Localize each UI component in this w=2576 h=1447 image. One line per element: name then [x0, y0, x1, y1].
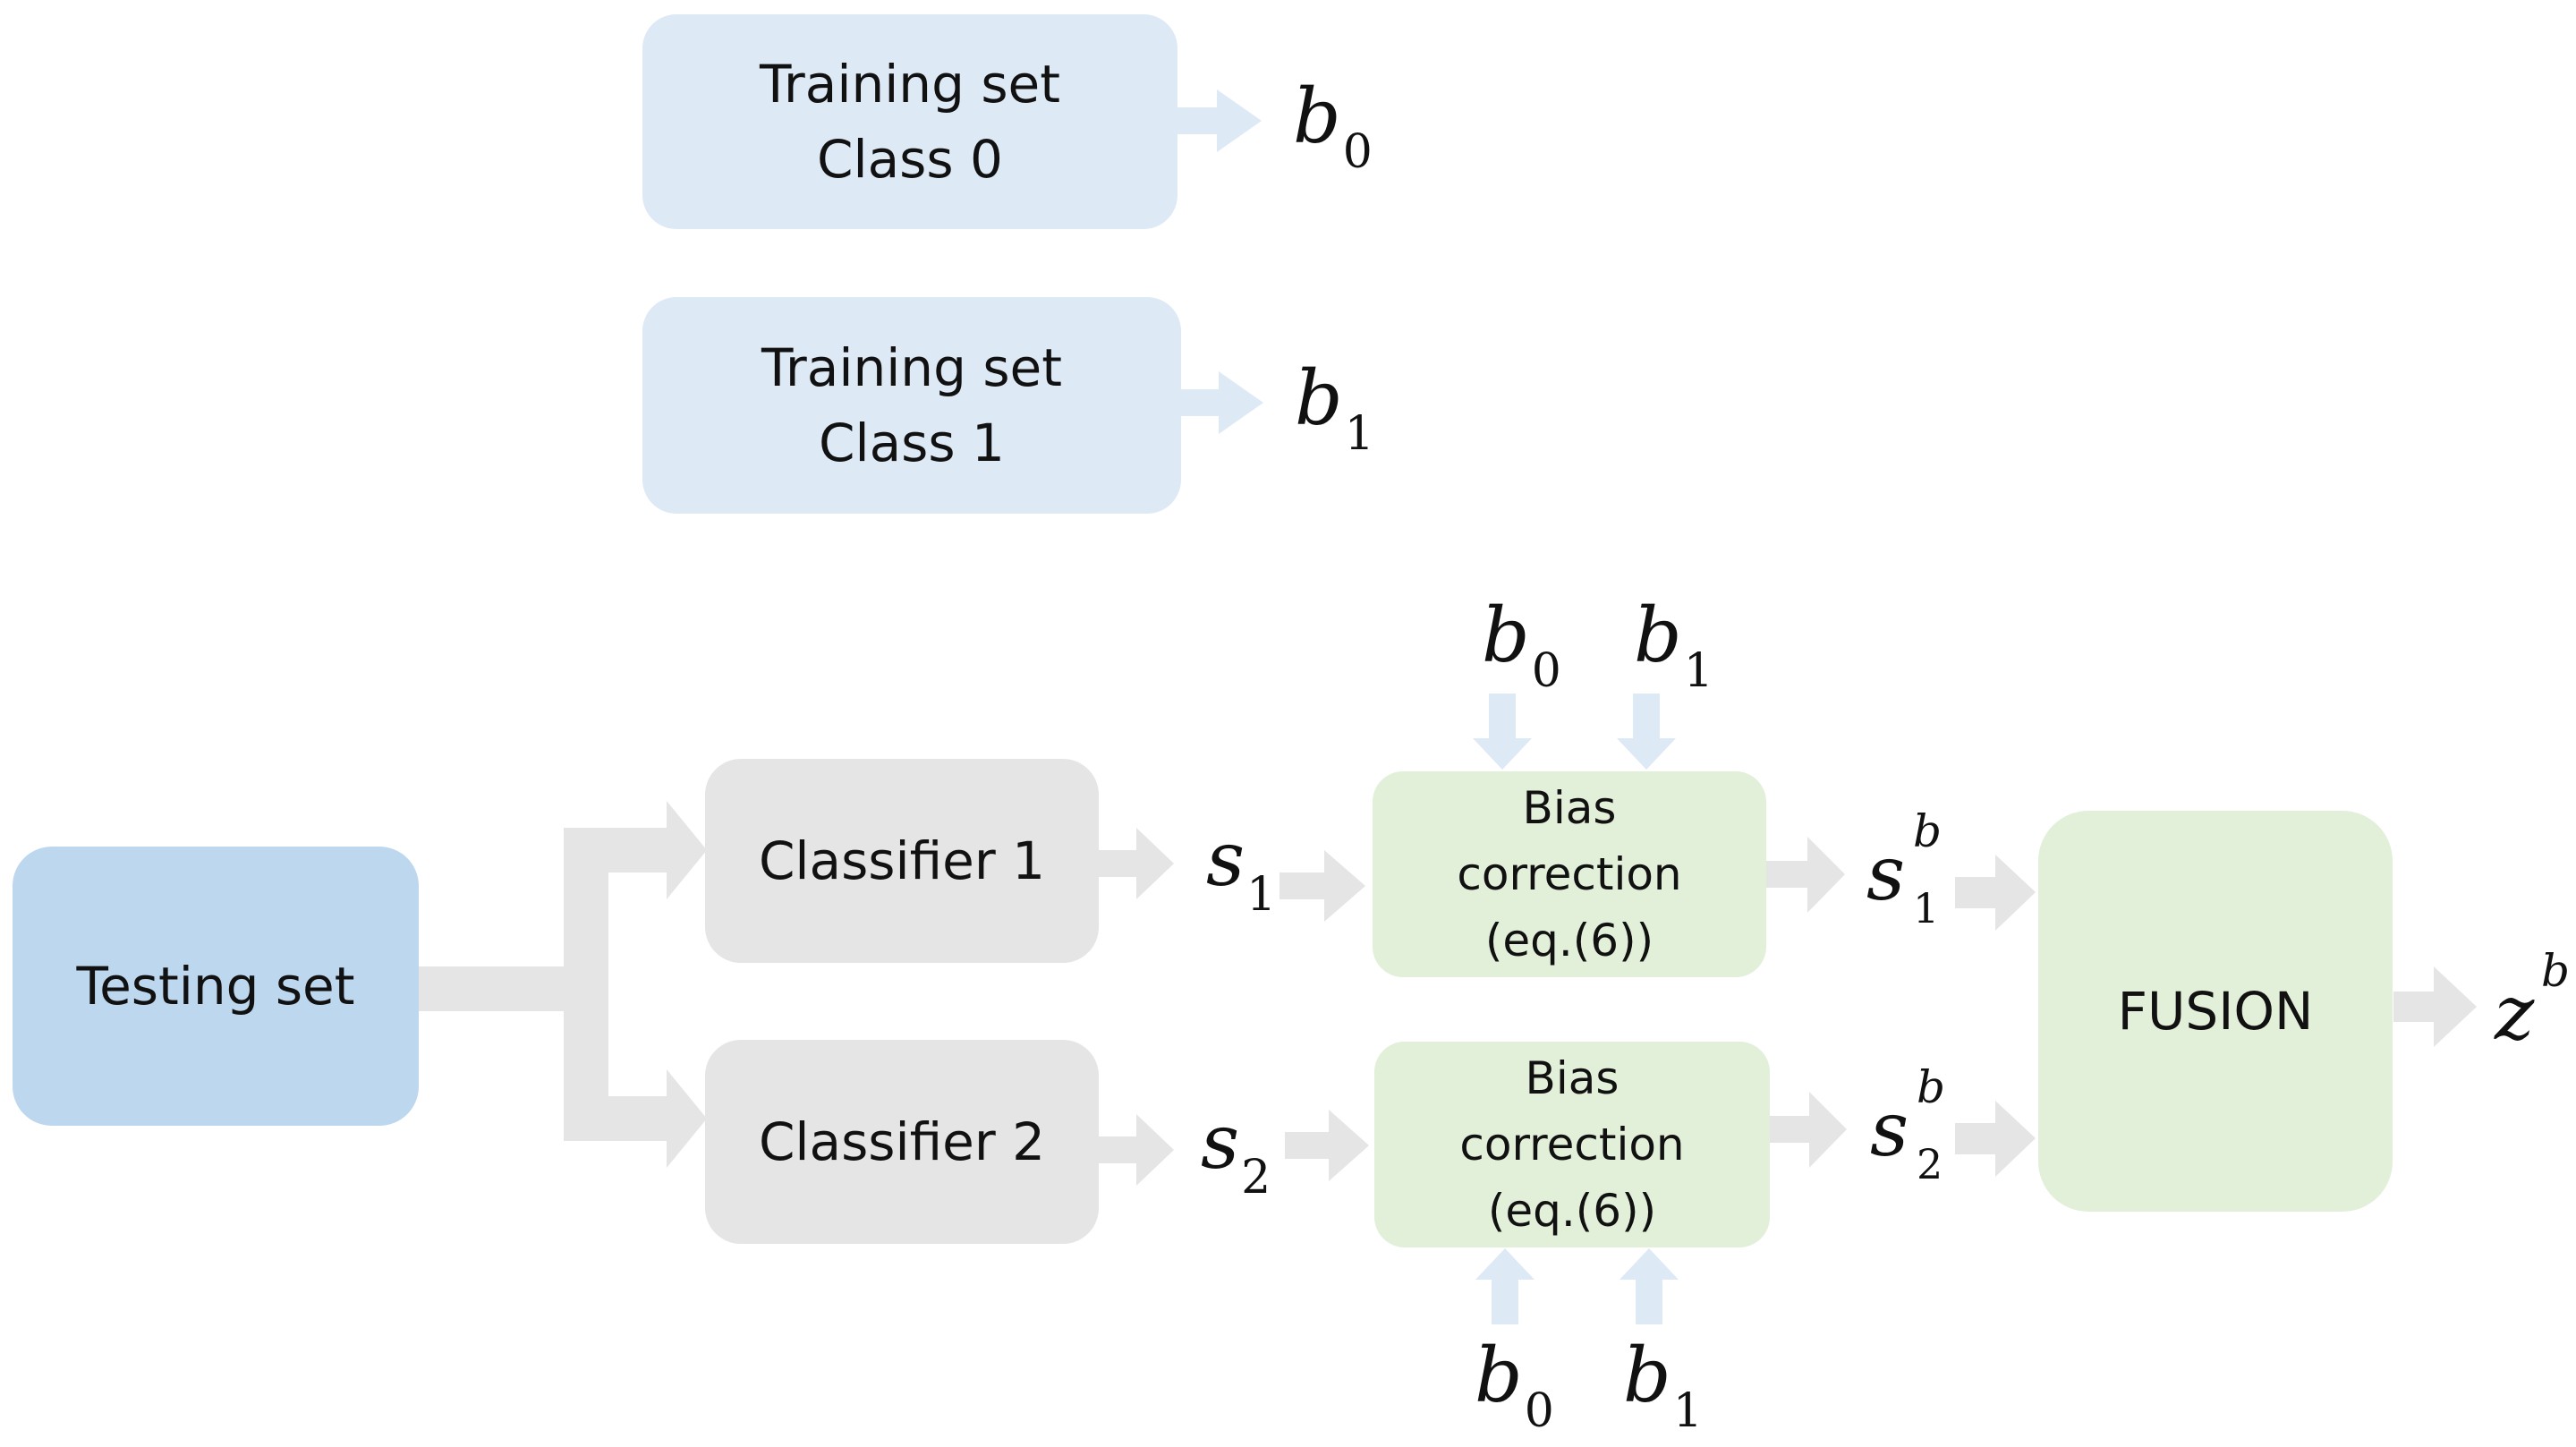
- bias-line3: (eq.(6)): [1484, 915, 1654, 966]
- classifier-1-box: Classifier 1: [705, 759, 1099, 963]
- fusion-box: FUSION: [2038, 811, 2393, 1212]
- symbol-b0-bias1-input: b0: [1482, 592, 1561, 698]
- arrow-b1-into-bias1: [1617, 694, 1676, 770]
- arrow-clf2-to-s2: [1093, 1114, 1174, 1186]
- arrow-train1-to-b1: [1177, 371, 1263, 434]
- arrow-sb2-to-fusion: [1955, 1101, 2036, 1177]
- training-set-class1-box: Training set Class 1: [642, 297, 1181, 514]
- symbol-b0-bias2-input: b0: [1475, 1332, 1554, 1438]
- symbol-b0-training: b0: [1293, 72, 1373, 179]
- training-set-class0-box: Training set Class 0: [642, 14, 1177, 229]
- bias-correction-1-box: Bias correction (eq.(6)): [1373, 771, 1766, 977]
- bias-line1: Bias: [1525, 1052, 1620, 1104]
- arrow-b1-into-bias2: [1620, 1248, 1679, 1324]
- arrow-testing-splitter: [419, 801, 707, 1168]
- symbol-b1-bias2-input: b1: [1623, 1332, 1703, 1438]
- arrow-sb1-to-fusion: [1955, 855, 2036, 931]
- arrow-s2-to-bias2: [1285, 1110, 1369, 1181]
- symbol-b1-bias1-input: b1: [1634, 592, 1713, 698]
- training-box-line1: Training set: [761, 337, 1062, 398]
- testing-set-box: Testing set: [13, 847, 419, 1126]
- arrow-fusion-to-zb: [2393, 966, 2477, 1047]
- bias-correction-2-box: Bias correction (eq.(6)): [1374, 1042, 1770, 1247]
- classifier-1-label: Classifier 1: [758, 830, 1046, 891]
- symbol-s1: s1: [1206, 815, 1277, 922]
- classifier-2-box: Classifier 2: [705, 1040, 1099, 1244]
- testing-set-label: Testing set: [76, 956, 355, 1017]
- arrow-clf1-to-s1: [1093, 828, 1174, 899]
- arrow-bias2-to-sb2: [1770, 1092, 1847, 1168]
- bias-line2: correction: [1459, 1119, 1685, 1170]
- training-box-line1: Training set: [760, 54, 1060, 115]
- arrow-s1-to-bias1: [1279, 850, 1365, 922]
- arrow-bias1-to-sb1: [1766, 837, 1845, 913]
- arrow-b0-into-bias2: [1475, 1248, 1535, 1324]
- bias-line2: correction: [1457, 848, 1682, 900]
- training-box-line2: Class 1: [819, 413, 1005, 473]
- arrow-train0-to-b0: [1172, 89, 1262, 152]
- classifier-2-label: Classifier 2: [758, 1111, 1046, 1172]
- symbol-b1-training: b1: [1295, 354, 1374, 461]
- training-box-line2: Class 0: [817, 129, 1003, 190]
- bias-line1: Bias: [1522, 782, 1617, 834]
- bias-line3: (eq.(6)): [1487, 1185, 1657, 1237]
- arrow-b0-into-bias1: [1473, 694, 1532, 770]
- fusion-label: FUSION: [2117, 981, 2314, 1042]
- symbol-s2: s2: [1201, 1098, 1271, 1204]
